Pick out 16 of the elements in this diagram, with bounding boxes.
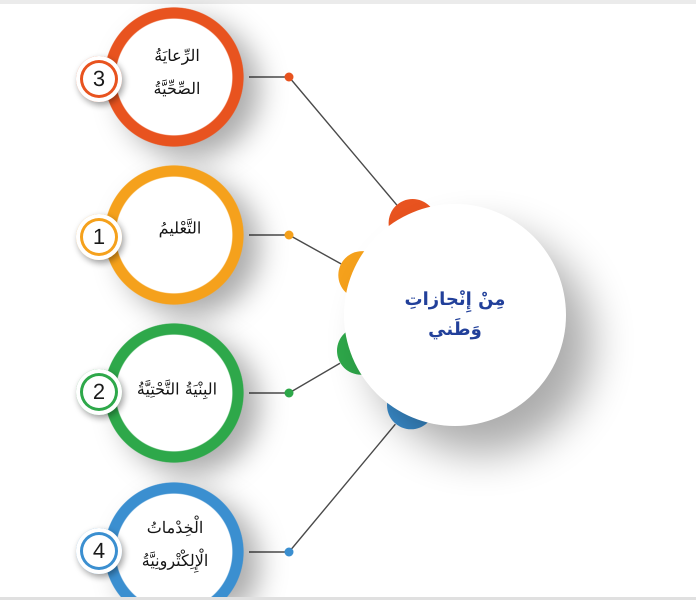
number-badge	[76, 528, 122, 574]
number-badge	[76, 56, 122, 102]
topic-label: الْخِدْماتُ الْإِلِكْتْرونِيَّةُ	[129, 511, 221, 577]
number-badge	[76, 369, 122, 415]
step-number: 4	[92, 539, 106, 563]
connector-line	[249, 234, 342, 264]
step-number: 1	[92, 225, 106, 249]
number-badge	[76, 214, 122, 260]
step-number: 3	[92, 67, 106, 91]
topic-label: التَّعْليمُ	[158, 218, 202, 240]
connector-line	[249, 362, 340, 394]
connector-line	[249, 424, 396, 553]
topic-label: البِنْيَةُ التَّحْتِيَّةُ	[136, 378, 218, 402]
step-number: 2	[92, 380, 106, 404]
topic-label: الرِّعايَةُ الصِّحِّيَّةُ	[152, 45, 202, 100]
connector-line	[249, 76, 398, 206]
